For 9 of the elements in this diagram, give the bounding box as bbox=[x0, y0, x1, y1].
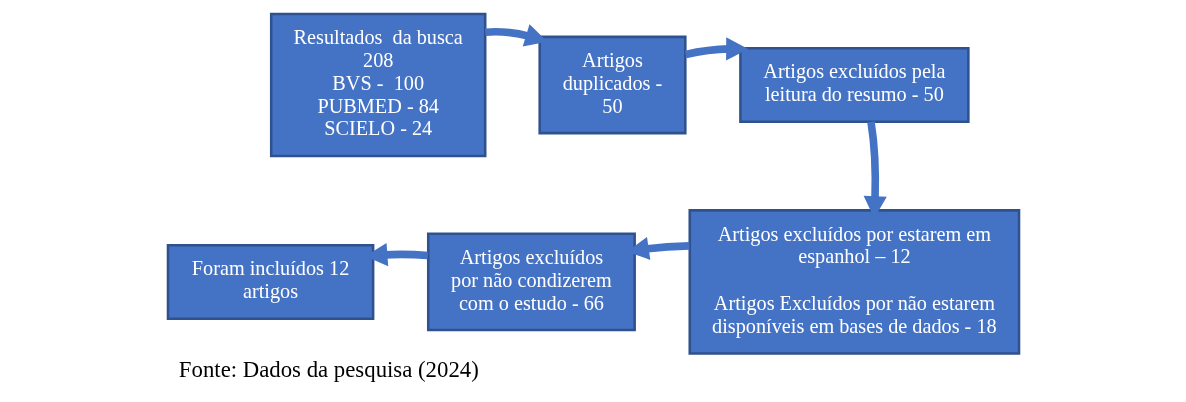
arrow bbox=[484, 23, 547, 46]
node-box: Artigos excluídos por estarem em espanhol – 12 Artigos Excluídos por não estarem disponíveis em bases de dados - 18 bbox=[688, 208, 1020, 355]
node-box: Foram incluídos 12 artigos bbox=[166, 243, 374, 320]
caption: Fonte: Dados da pesquisa (2024) bbox=[178, 356, 479, 382]
node-box: Artigos excluídos por não condizerem com o estudo - 66 bbox=[426, 232, 636, 331]
node-box: Artigos duplicados - 50 bbox=[537, 35, 687, 134]
node-box: Artigos excluídos pela leitura do resumo - 50 bbox=[738, 46, 970, 123]
node-box: Resultados da busca 208 BVS - 100 PUBMED - 84 SCIELO - 24 bbox=[269, 12, 486, 157]
arrow bbox=[684, 36, 748, 60]
